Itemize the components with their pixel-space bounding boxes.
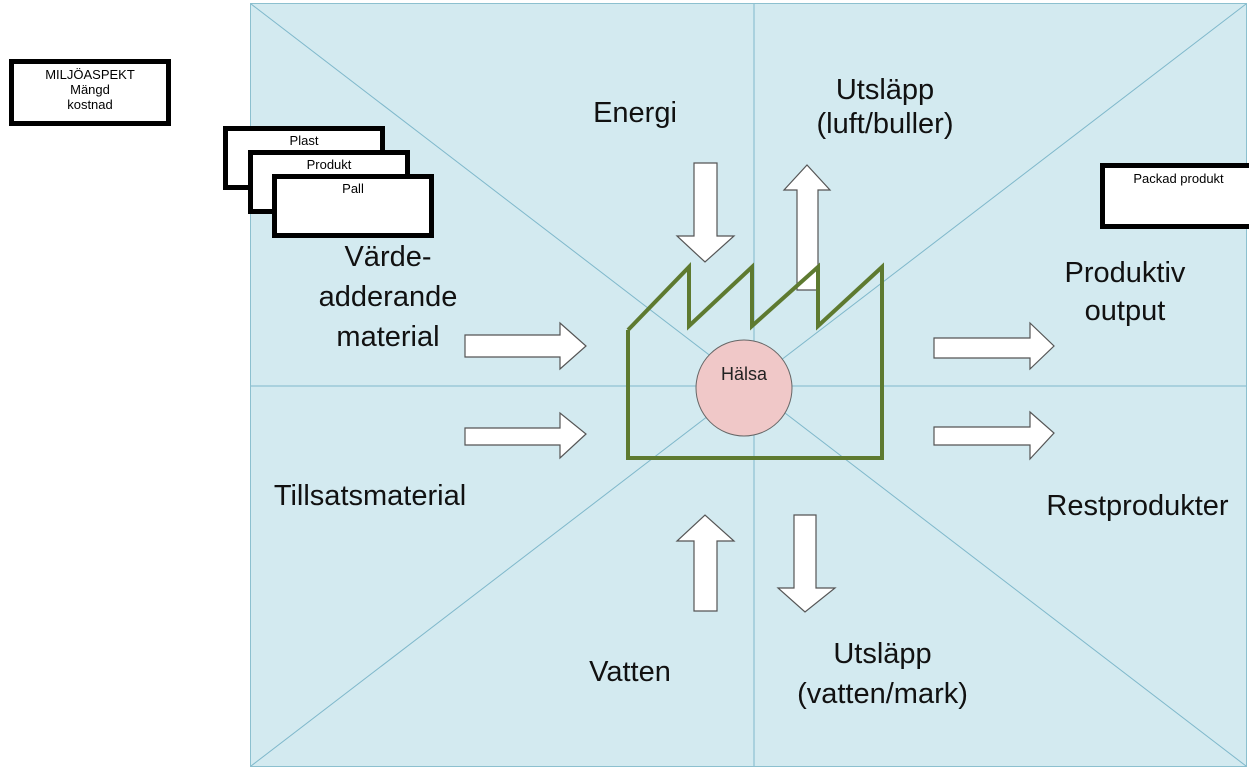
card-pall: Pall — [272, 174, 434, 238]
label-productive-output-line2: output — [1084, 295, 1166, 327]
label-emissions-air: Utsläpp (luft/buller) — [775, 73, 995, 141]
card-plast-label: Plast — [289, 133, 319, 148]
health-circle — [695, 339, 793, 437]
label-additives: Tillsatsmaterial — [273, 480, 467, 512]
label-productive-output-line1: Produktiv — [1064, 257, 1186, 289]
legend-box: MILJÖASPEKT Mängd kostnad — [9, 59, 171, 126]
label-residual: Restprodukter — [1046, 490, 1229, 522]
factory-outline — [626, 262, 884, 460]
label-value-adding-line2: adderande — [318, 281, 458, 313]
legend-line-quantity: Mängd — [70, 82, 110, 97]
label-emissions-air-line1: Utsläpp — [835, 74, 935, 106]
arrow-output-right — [933, 321, 1055, 371]
arrow-additive-right — [464, 411, 587, 460]
label-value-adding: Värde- adderande material — [298, 237, 478, 357]
arrow-value-material-right — [464, 321, 587, 371]
arrow-energy-down — [675, 162, 736, 263]
arrow-emission-air-up — [782, 164, 832, 291]
arrow-residual-right — [933, 410, 1055, 461]
label-emissions-water: Utsläpp (vatten/mark) — [765, 634, 1000, 714]
card-produkt-label: Produkt — [306, 157, 352, 172]
card-pall-label: Pall — [342, 181, 364, 196]
legend-title: MILJÖASPEKT — [45, 67, 135, 82]
label-emissions-water-line2: (vatten/mark) — [797, 678, 968, 710]
output-card-label: Packad produkt — [1133, 171, 1224, 186]
label-emissions-water-line1: Utsläpp — [833, 638, 932, 670]
output-card: Packad produkt — [1100, 163, 1249, 229]
label-energy: Energi — [593, 97, 677, 129]
label-value-adding-line1: Värde- — [344, 241, 432, 273]
health-label: Hälsa — [720, 364, 768, 384]
label-productive-output: Produktiv output — [1040, 254, 1210, 330]
label-value-adding-line3: material — [336, 321, 440, 353]
arrow-emission-water-down — [776, 514, 837, 613]
arrow-water-up — [675, 514, 736, 612]
label-emissions-air-line2: (luft/buller) — [816, 108, 954, 140]
label-water: Vatten — [589, 656, 671, 688]
legend-line-cost: kostnad — [67, 97, 113, 112]
